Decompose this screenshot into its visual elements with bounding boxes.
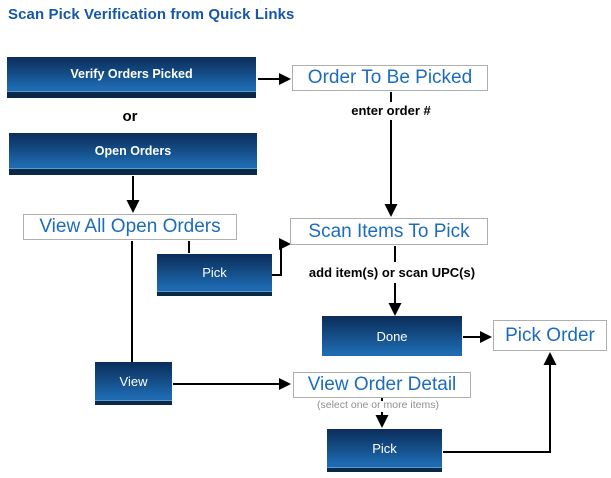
connector-scan-items-to-done	[388, 246, 402, 316]
verify-orders-picked-label: Verify Orders Picked	[7, 57, 256, 91]
done-button[interactable]: Done	[322, 316, 462, 356]
verify-orders-picked-button[interactable]: Verify Orders Picked	[7, 57, 256, 98]
pick-middle-label: Pick	[157, 254, 272, 291]
view-order-detail-box: View Order Detail	[293, 372, 471, 398]
open-orders-label: Open Orders	[9, 133, 257, 168]
scan-items-to-pick-box: Scan Items To Pick	[290, 218, 488, 245]
done-label: Done	[322, 316, 462, 356]
view-button[interactable]: View	[95, 362, 172, 405]
connector-done-to-pick-order	[463, 331, 492, 343]
connector-view-to-order-detail	[173, 378, 291, 390]
connector-verify-to-order-box	[258, 73, 291, 85]
open-orders-button[interactable]: Open Orders	[9, 133, 257, 175]
connector-pick-to-scan-items	[272, 238, 291, 276]
connector-open-orders-to-view-all	[126, 176, 140, 213]
page-title: Scan Pick Verification from Quick Links	[8, 6, 295, 23]
pick-button-middle[interactable]: Pick	[157, 254, 272, 296]
select-items-note: (select one or more items)	[317, 399, 439, 411]
view-all-open-orders-box: View All Open Orders	[23, 214, 237, 240]
view-label: View	[95, 362, 172, 400]
enter-order-note: enter order #	[351, 103, 431, 118]
pick-order-box: Pick Order	[493, 320, 607, 351]
add-items-note: add item(s) or scan UPC(s)	[308, 265, 476, 280]
pick-bottom-label: Pick	[327, 429, 442, 467]
connector-pick-to-pick-order	[443, 352, 557, 453]
order-to-be-picked-box: Order To Be Picked	[292, 65, 488, 91]
or-label: or	[122, 108, 138, 125]
pick-button-bottom[interactable]: Pick	[327, 429, 442, 472]
